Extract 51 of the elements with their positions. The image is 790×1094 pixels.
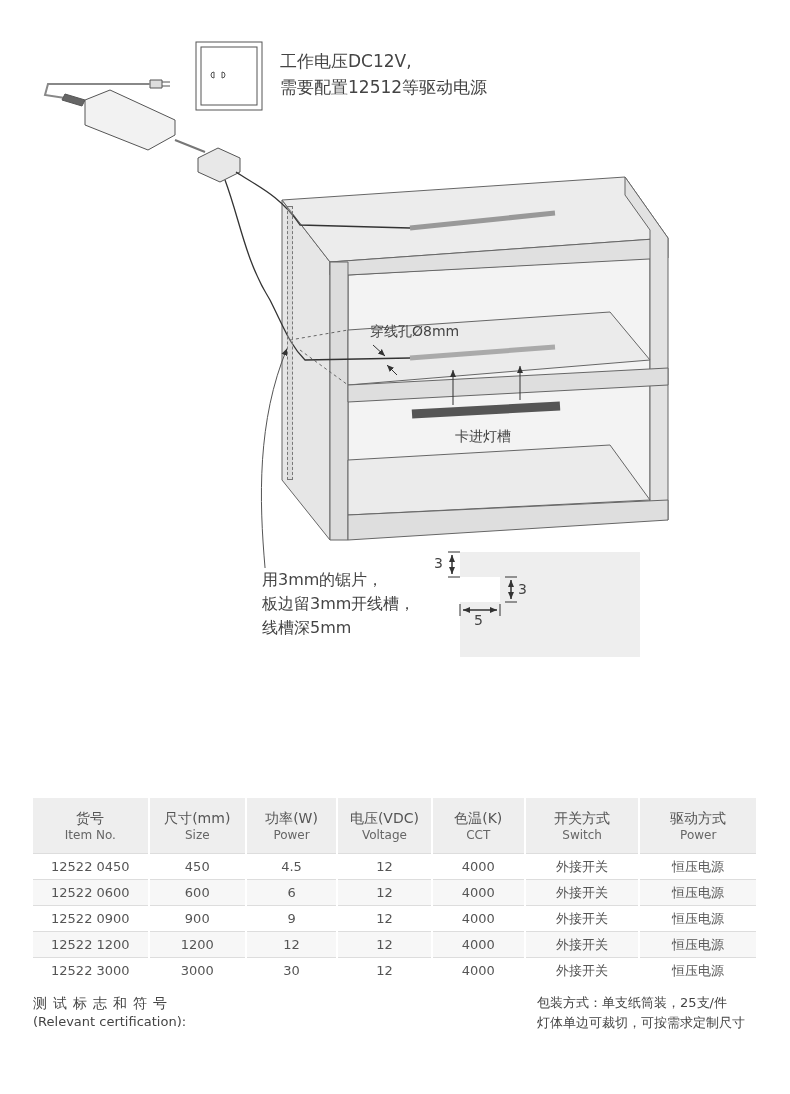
table-cell: 30 [245,957,338,983]
dimension-label: 3 [434,555,443,571]
table-cell: 4000 [431,879,525,906]
table-cell: 4000 [431,931,525,958]
table-cell: 600 [148,879,246,906]
note-text: 需要配置12512等驱动电源 [280,76,488,99]
table-cell: 12 [337,931,432,958]
instruction-text: 线槽深5mm [262,617,353,639]
column-heading: 电压(VDC) [348,809,420,828]
mounting-label: 卡进灯槽 [455,428,511,446]
table-cell: 外接开关 [524,957,640,983]
column-heading: 开关方式 [553,809,612,828]
dimension-label: 3 [518,581,527,597]
table-cell: 恒压电源 [639,879,757,906]
column-subheading: CCT [465,827,492,842]
table-cell: 1200 [148,931,246,958]
column-subheading: Switch [561,827,603,842]
leader-line [260,348,288,569]
column-heading: 色温(K) [453,809,504,828]
table-cell: 3000 [148,957,246,983]
instruction-text: 板边留3mm开线槽， [262,593,416,615]
column-subheading: Item No. [63,827,117,842]
table-cell: 恒压电源 [639,931,757,958]
column-heading: 功率(W) [264,809,319,828]
certification-heading: 测试标志和符号 [33,995,173,1013]
packing-note: 灯体单边可裁切，可按需求定制尺寸 [537,1014,745,1032]
wire-groove [287,206,293,480]
column-subheading: Size [183,827,211,842]
instruction-text: 用3mm的锯片， [262,569,385,591]
note-text: 工作电压DC12V, [280,50,412,73]
column-subheading: Power [272,827,311,842]
table-cell: 外接开关 [524,931,640,958]
table-cell: 4000 [431,957,525,983]
table-cell: 12 [337,879,432,906]
dimension-label: 5 [474,612,483,628]
table-cell: 12522 3000 [33,957,149,983]
table-cell: 恒压电源 [639,957,757,983]
column-heading: 尺寸(mm) [163,809,232,828]
table-cell: 12 [337,957,432,983]
certification-heading: (Relevant certification): [33,1014,187,1029]
column-subheading: Voltage [360,827,408,842]
table-cell: 12522 0600 [33,879,149,906]
column-heading: 驱动方式 [669,809,728,828]
table-cell: 12 [245,931,338,958]
column-heading: 货号 [75,809,106,828]
table-cell: 外接开关 [524,879,640,906]
hole-label: 穿线孔Ø8mm [370,323,460,341]
packing-note: 包装方式：单支纸筒装，25支/件 [537,994,727,1012]
table-cell: 12522 1200 [33,931,149,958]
column-subheading: Power [679,827,718,842]
table-cell: 6 [245,879,338,906]
